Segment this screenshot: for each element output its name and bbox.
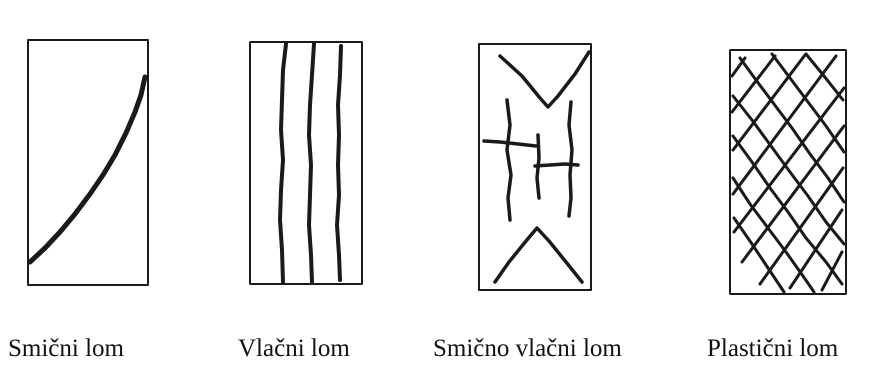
right-vertical-crack xyxy=(569,102,572,216)
shear-crack xyxy=(30,77,145,262)
specimen-plastic-fracture xyxy=(730,50,846,294)
caption-shear-fracture: Smični lom xyxy=(8,336,124,361)
caption-shear-tensile-fracture: Smično vlačni lom xyxy=(433,336,622,361)
specimen-shear-tensile-fracture xyxy=(479,44,591,290)
tensile-crack-2 xyxy=(309,44,314,282)
upper-wedge-crack xyxy=(500,52,589,107)
caption-tensile-fracture: Vlačni lom xyxy=(238,336,350,361)
specimen-tensile-fracture xyxy=(250,42,362,284)
specimen-outline xyxy=(250,42,362,284)
left-vertical-crack xyxy=(507,100,511,220)
caption-plastic-fracture: Plastični lom xyxy=(707,336,838,361)
lower-wedge-crack xyxy=(495,228,582,282)
tensile-crack-3 xyxy=(337,46,341,280)
right-horizontal-crack xyxy=(535,164,578,166)
specimen-shear-fracture xyxy=(28,40,148,285)
left-horizontal-crack xyxy=(484,141,536,146)
tensile-crack-1 xyxy=(280,44,286,282)
plastic-crack-grid xyxy=(732,54,844,292)
